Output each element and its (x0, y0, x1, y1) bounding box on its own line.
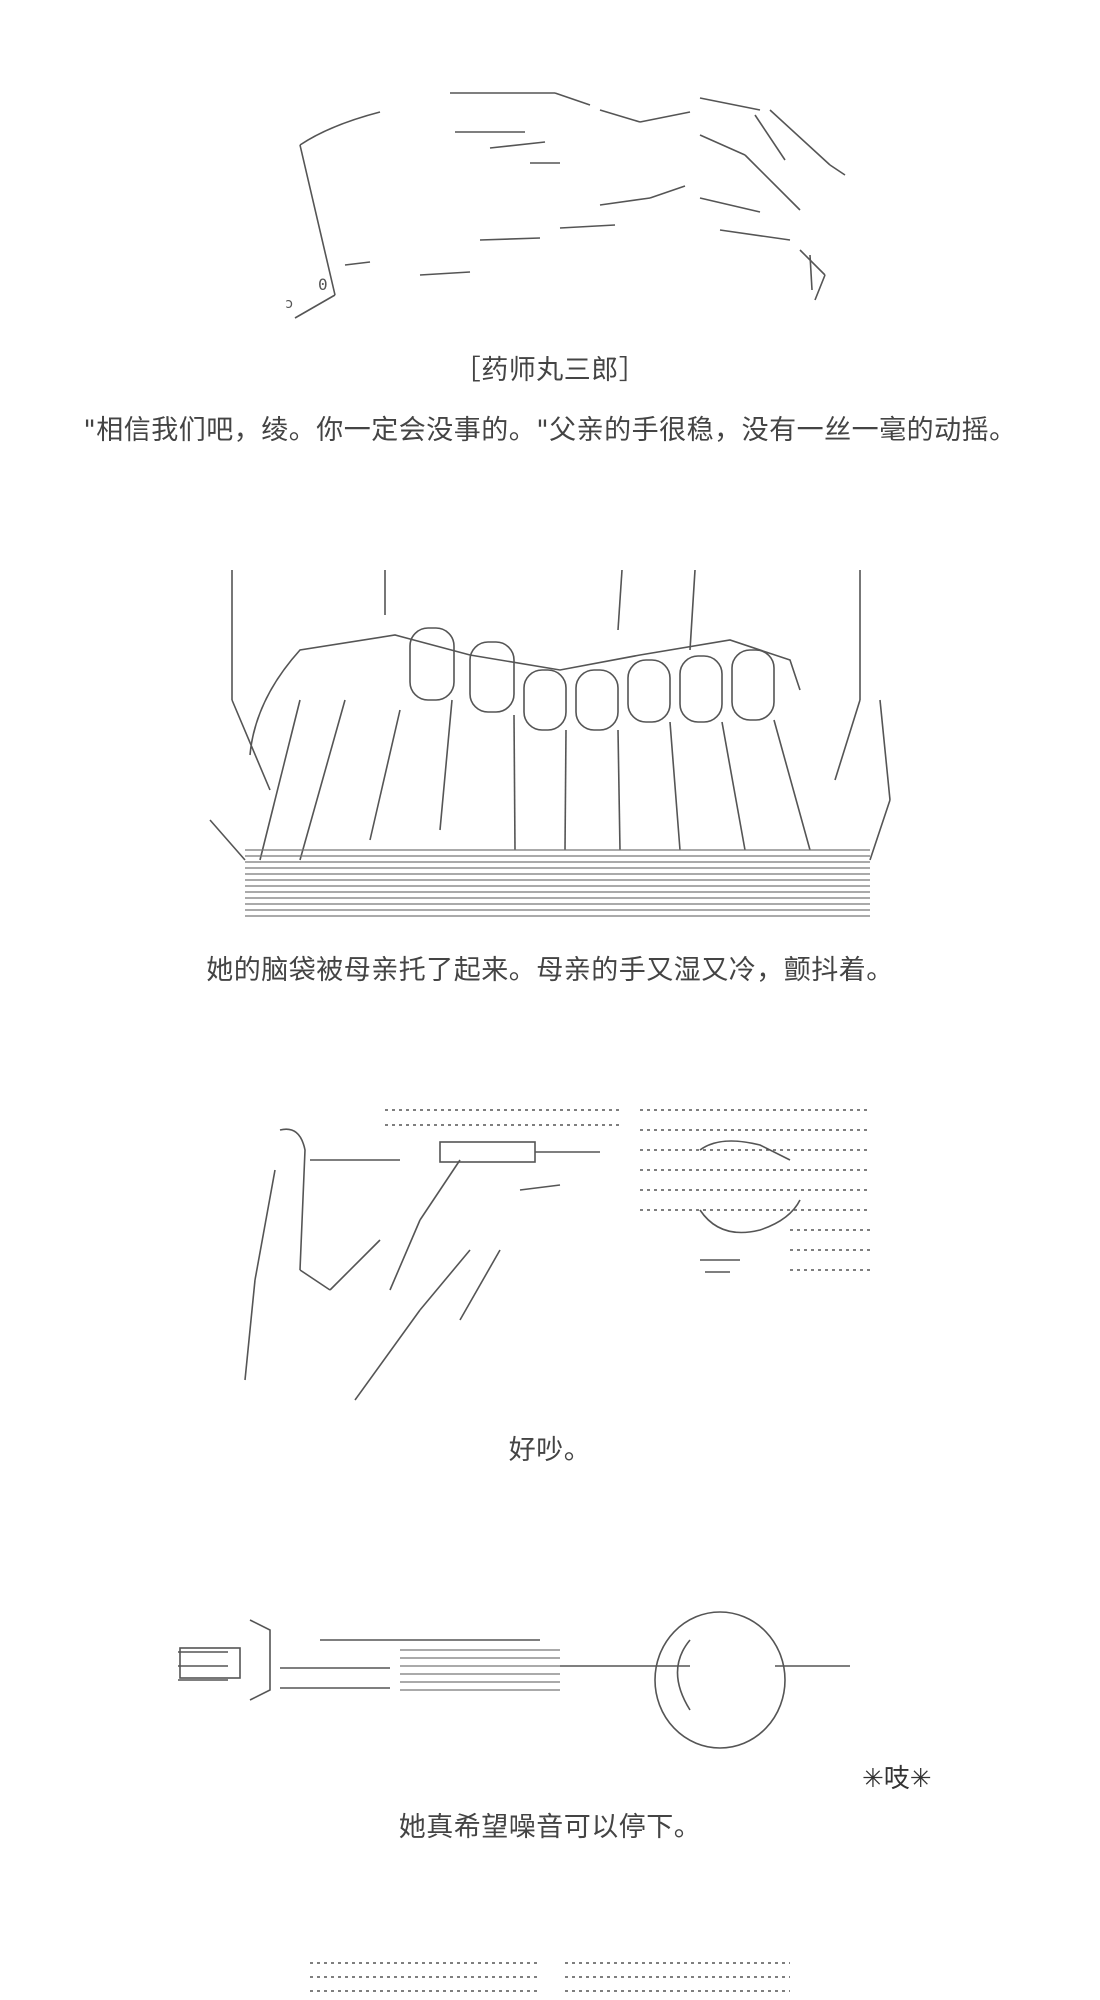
caption: 好吵。 (508, 1435, 592, 1466)
svg-text:0: 0 (318, 275, 328, 294)
hand-touching-face-art: 0 ɔ (285, 92, 846, 319)
speaker-name: ［药师丸三郎］ (453, 355, 647, 386)
panel-1: 0 ɔ ［药师丸三郎］ "相信我们吧，绫。你一定会没事的。"父亲的手很稳，没有一… (0, 0, 1100, 460)
syringe-near-ear-art (178, 1611, 850, 1749)
svg-text:ɔ: ɔ (285, 296, 293, 312)
caption: 她真希望噪音可以停下。 (398, 1812, 702, 1843)
panel-3: 好吵。 (0, 1090, 1100, 1490)
syringe-and-face-repeat-art (310, 1962, 790, 1992)
panel-4: ✳吱✳ 她真希望噪音可以停下。 (0, 1580, 1100, 1880)
hands-holding-head-art (209, 569, 891, 917)
caption: "相信我们吧，绫。你一定会没事的。"父亲的手很稳，没有一丝一毫的动摇。 (83, 415, 1017, 446)
caption: 她的脑袋被母亲托了起来。母亲的手又湿又冷，颤抖着。 (206, 955, 894, 986)
sound-effect: ✳吱✳ (862, 1764, 932, 1794)
hand-with-syringe-and-face-art (244, 1109, 870, 1401)
panel-5 (0, 1955, 1100, 2000)
panel-2: 她的脑袋被母亲托了起来。母亲的手又湿又冷，颤抖着。 (0, 560, 1100, 1000)
